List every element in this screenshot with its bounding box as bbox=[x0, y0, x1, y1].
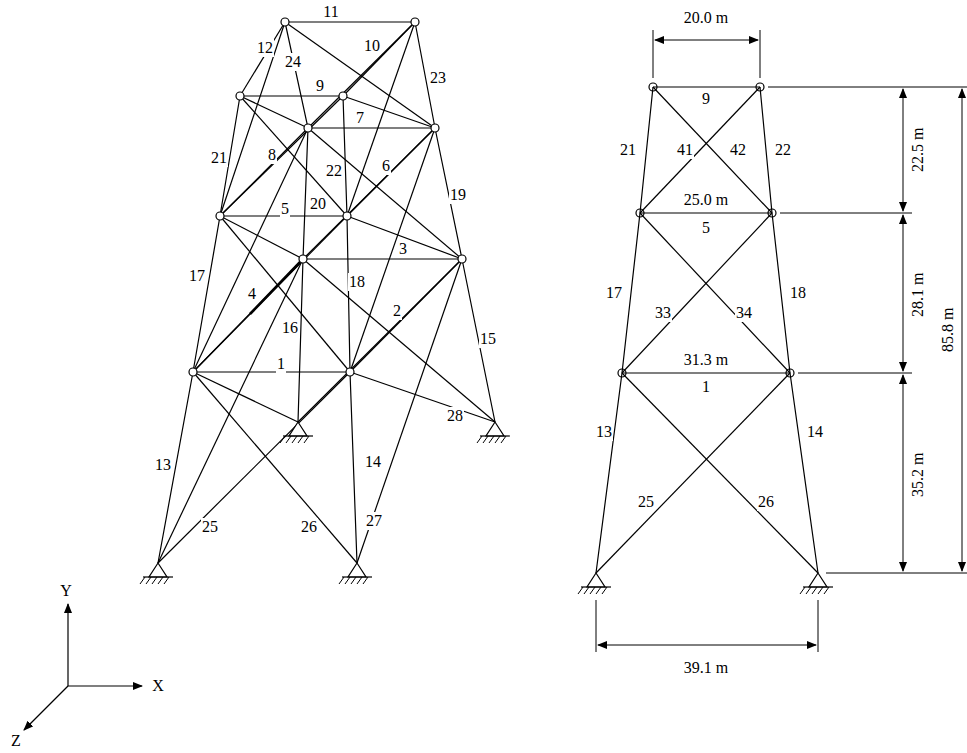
member-number: 2 bbox=[392, 302, 402, 320]
member-number: 1 bbox=[701, 378, 711, 396]
member-number: 4 bbox=[247, 285, 257, 303]
axis-triad bbox=[24, 604, 142, 730]
supports bbox=[140, 422, 833, 594]
member-number: 9 bbox=[701, 90, 711, 108]
member-number: 14 bbox=[806, 423, 824, 441]
member-number: 18 bbox=[348, 273, 366, 291]
member-number: 14 bbox=[364, 453, 382, 471]
member-number: 23 bbox=[429, 69, 447, 87]
dimension-label: 20.0 m bbox=[683, 9, 729, 27]
member-number: 12 bbox=[256, 39, 274, 57]
member-number: 9 bbox=[315, 77, 325, 95]
member-number: 16 bbox=[281, 319, 299, 337]
member-number: 17 bbox=[188, 267, 206, 285]
axis-label: Y bbox=[59, 582, 73, 600]
left-3d-view bbox=[158, 22, 495, 563]
member-number: 5 bbox=[701, 219, 711, 237]
member-number: 41 bbox=[676, 141, 694, 159]
member-number: 18 bbox=[789, 284, 807, 302]
member-number: 13 bbox=[154, 456, 172, 474]
member-number: 33 bbox=[654, 304, 672, 322]
member-number: 10 bbox=[363, 37, 381, 55]
axis-label: X bbox=[151, 677, 165, 695]
member-number: 26 bbox=[300, 518, 318, 536]
right-elevation-view bbox=[596, 87, 818, 573]
member-number: 15 bbox=[479, 330, 497, 348]
member-number: 42 bbox=[729, 141, 747, 159]
dimension-label: 31.3 m bbox=[683, 351, 729, 369]
dimension-label: 39.1 m bbox=[683, 659, 729, 677]
member-number: 11 bbox=[322, 3, 339, 21]
member-number: 21 bbox=[619, 141, 637, 159]
member-number: 3 bbox=[398, 240, 408, 258]
member-number: 20 bbox=[309, 195, 327, 213]
member-number: 8 bbox=[267, 146, 277, 164]
member-number: 5 bbox=[280, 200, 290, 218]
member-number: 25 bbox=[201, 518, 219, 536]
member-number: 6 bbox=[381, 157, 391, 175]
member-number: 34 bbox=[735, 304, 753, 322]
axis-label: Z bbox=[10, 732, 22, 750]
member-number: 28 bbox=[446, 407, 464, 425]
dimension-label: 85.8 m bbox=[939, 307, 957, 353]
dimension-lines bbox=[596, 30, 967, 652]
member-number: 26 bbox=[757, 493, 775, 511]
member-number: 22 bbox=[325, 162, 343, 180]
member-number: 22 bbox=[774, 141, 792, 159]
member-number: 25 bbox=[637, 493, 655, 511]
dimension-label: 28.1 m bbox=[909, 272, 927, 318]
joints bbox=[189, 18, 794, 377]
dimension-label: 22.5 m bbox=[909, 127, 927, 173]
dimension-label: 25.0 m bbox=[683, 191, 729, 209]
member-number: 1 bbox=[276, 355, 286, 373]
member-number: 21 bbox=[210, 149, 228, 167]
member-number: 7 bbox=[355, 109, 365, 127]
member-number: 27 bbox=[365, 512, 383, 530]
member-number: 19 bbox=[449, 186, 467, 204]
member-number: 13 bbox=[595, 423, 613, 441]
member-number: 24 bbox=[284, 53, 302, 71]
member-number: 17 bbox=[605, 284, 623, 302]
dimension-label: 35.2 m bbox=[909, 452, 927, 498]
